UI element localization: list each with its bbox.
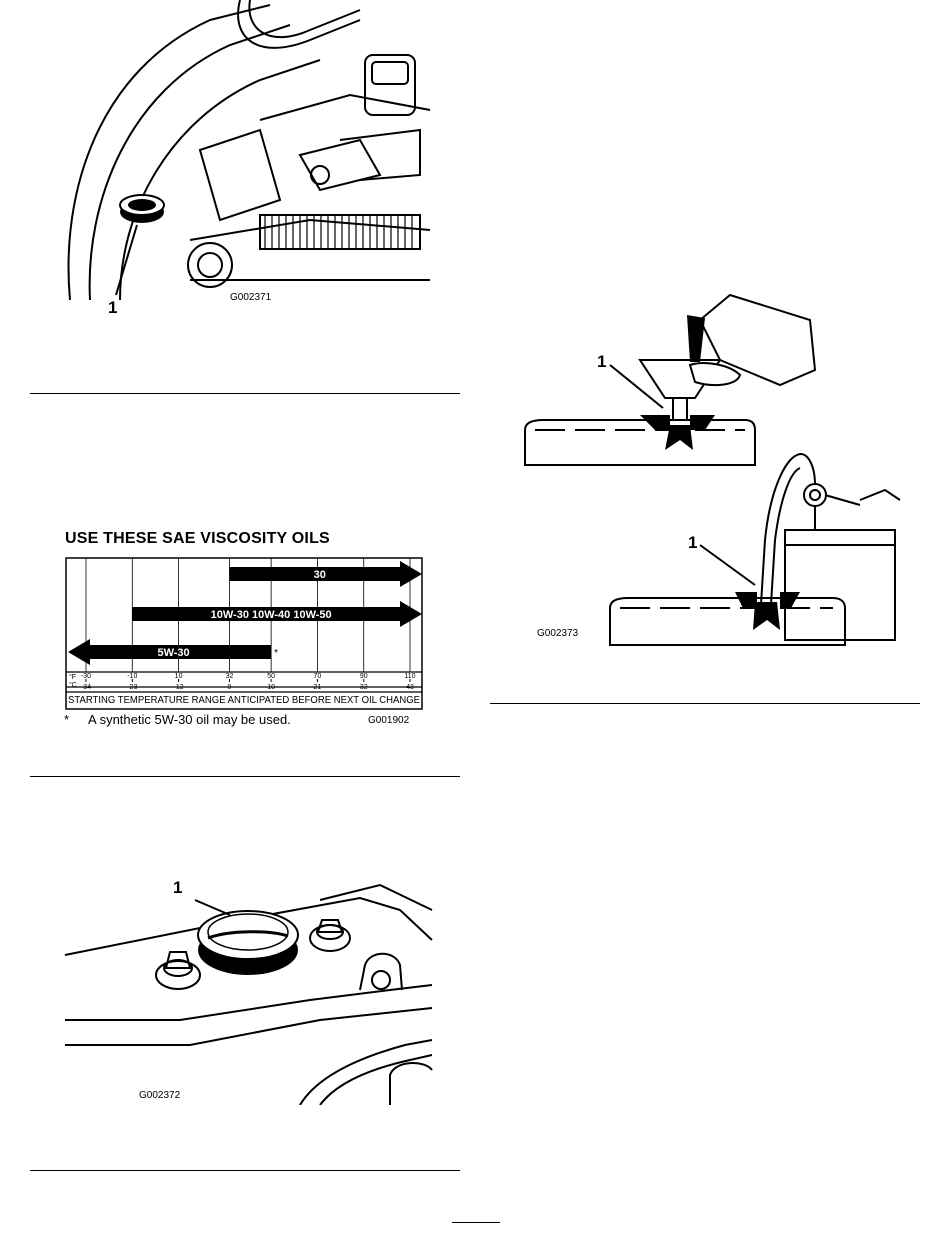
celsius-unit-label: °C <box>69 681 77 689</box>
celsius-tick-label: 43 <box>406 684 414 691</box>
engine-filter-illustration <box>60 0 440 300</box>
viscosity-bar-label-0: 30 <box>314 569 326 581</box>
figure2-id: G001902 <box>368 715 409 726</box>
celsius-tick-label: 10 <box>267 684 275 691</box>
viscosity-bar-label-2: 5W-30 <box>157 647 189 659</box>
fahrenheit-unit-label: °F <box>69 673 76 681</box>
celsius-tick-label: -12 <box>174 684 184 691</box>
footnote-text: A synthetic 5W-30 oil may be used. <box>88 712 291 727</box>
fahrenheit-tick-label: -10 <box>127 673 137 680</box>
section-divider-1 <box>30 393 460 394</box>
viscosity-chart: 30 10W-30 10W-40 10W-50 5W-30 * °F°C -30 -34 -… <box>64 556 426 711</box>
chart-asterisk: * <box>274 648 278 659</box>
footnote-marker: * <box>64 712 69 727</box>
figure3-id: G002372 <box>139 1090 180 1101</box>
figure1-id: G002371 <box>230 292 271 303</box>
fahrenheit-tick-label: 70 <box>314 673 322 680</box>
figure4-callout-bottom: 1 <box>688 533 697 553</box>
figure1-callout-number: 1 <box>108 298 117 318</box>
axis-caption: STARTING TEMPERATURE RANGE ANTICIPATED B… <box>68 694 420 706</box>
section-divider-2 <box>30 776 460 777</box>
chart-title: USE THESE SAE VISCOSITY OILS <box>65 530 330 548</box>
celsius-tick-label: 0 <box>228 684 232 691</box>
celsius-tick-label: -23 <box>127 684 137 691</box>
figure-oil-fill-cap <box>60 880 440 1105</box>
section-divider-3 <box>30 1170 460 1171</box>
fahrenheit-tick-label: -30 <box>81 673 91 680</box>
figure4-callout-top: 1 <box>597 352 606 372</box>
fahrenheit-tick-label: 10 <box>175 673 183 680</box>
fahrenheit-tick-label: 50 <box>267 673 275 680</box>
celsius-tick-label: 32 <box>360 684 368 691</box>
chart-ticks: °F°C -30 -34 -10 -23 10 -12 32 0 50 10 70 21 90 32 110 4… <box>68 673 420 706</box>
fahrenheit-tick-label: 32 <box>226 673 234 680</box>
oil-cap-illustration <box>60 880 440 1105</box>
page-number-rule <box>452 1222 500 1223</box>
figure-engine-filter-detail <box>60 0 440 300</box>
chart-bars: 30 10W-30 10W-40 10W-50 5W-30 * <box>68 561 422 665</box>
section-divider-4 <box>490 703 920 704</box>
figure4-id: G002373 <box>537 628 578 639</box>
oil-fill-drain-illustration <box>515 290 920 660</box>
celsius-tick-label: 21 <box>314 684 322 691</box>
figure3-callout-1: 1 <box>173 878 182 898</box>
viscosity-bar-label-1: 10W-30 10W-40 10W-50 <box>211 609 332 621</box>
celsius-tick-label: -34 <box>81 684 91 691</box>
fahrenheit-tick-label: 110 <box>404 673 415 680</box>
fahrenheit-tick-label: 90 <box>360 673 368 680</box>
figure-oil-fill-drain <box>515 290 920 660</box>
